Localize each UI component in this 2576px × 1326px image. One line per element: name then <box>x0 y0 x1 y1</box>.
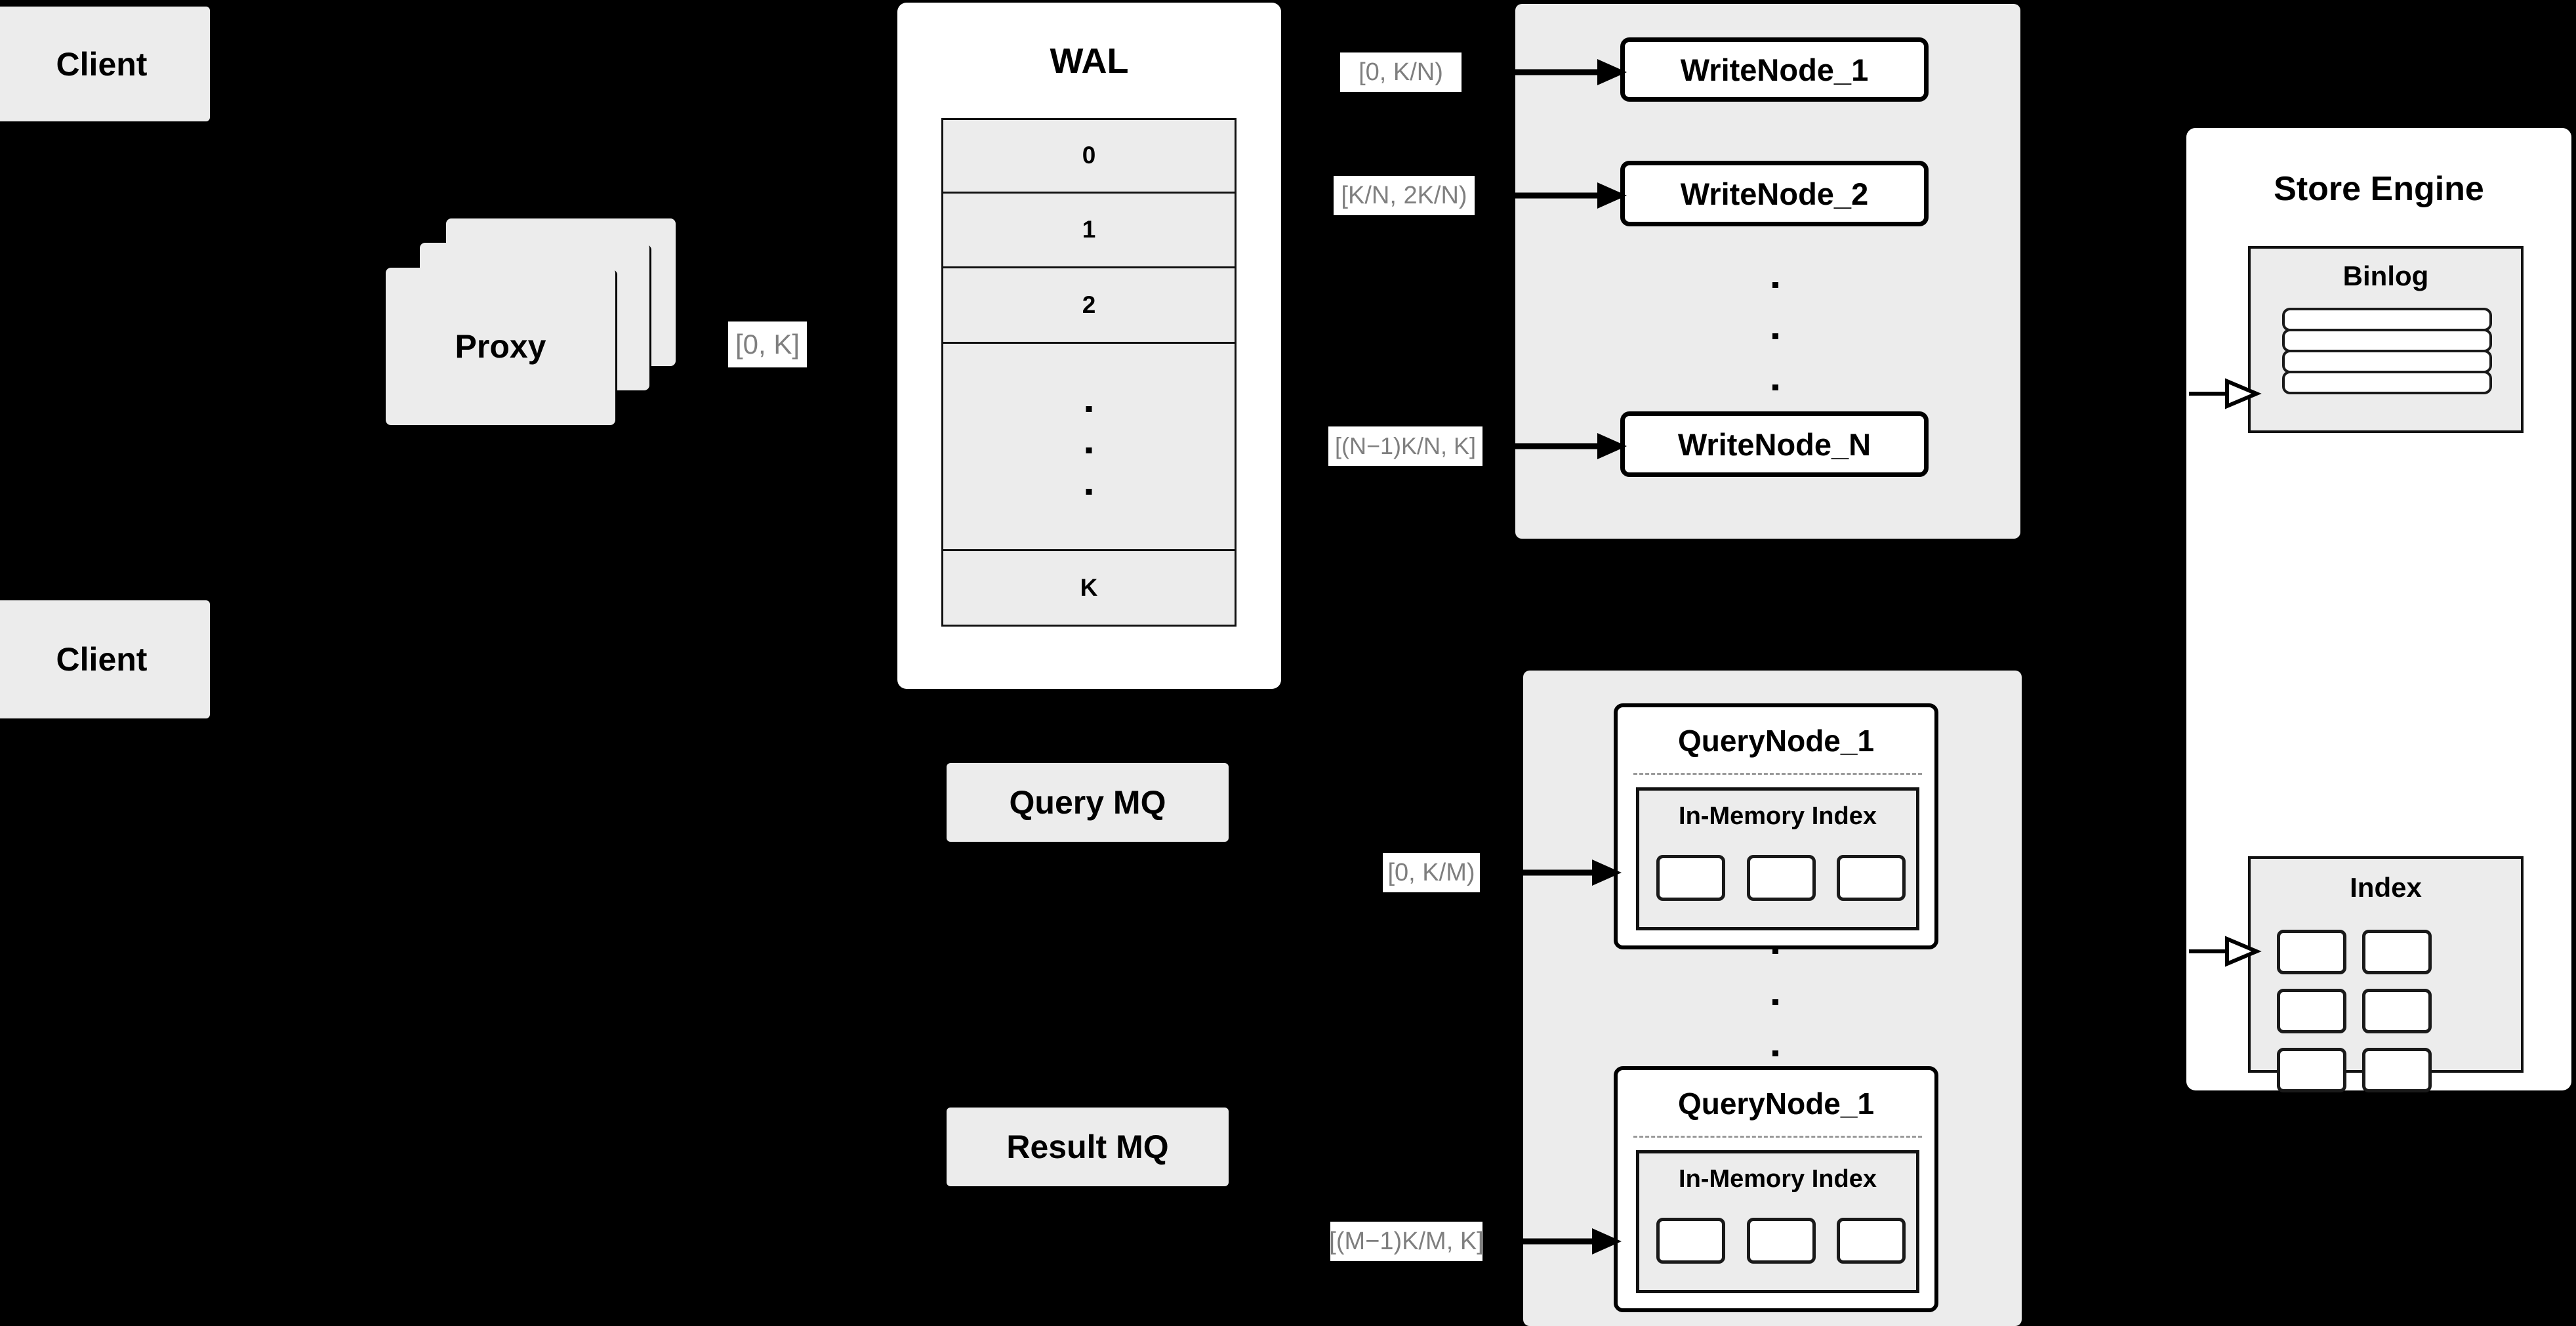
arrow-to-binlog <box>2189 378 2262 409</box>
wal-title-text: WAL <box>1050 41 1129 81</box>
client-box-2-label: Client <box>56 641 148 678</box>
store-index-title: Index <box>2251 872 2521 903</box>
wal-row-label: 0 <box>1082 142 1096 169</box>
edge-label-write-node-1: [0, K/N) <box>1340 52 1462 92</box>
dot <box>1772 333 1778 339</box>
binlog-segment[interactable] <box>2282 371 2492 394</box>
dot <box>1772 384 1778 390</box>
index-cell[interactable] <box>1746 855 1816 901</box>
edge-label-query-node-m-text: [(M−1)K/M, K] <box>1329 1227 1484 1255</box>
dot <box>1772 1050 1778 1056</box>
query-node-1-label-text: QueryNode_1 <box>1677 724 1875 758</box>
query-cluster-ellipsis-dots <box>1771 948 1779 1056</box>
client-box-2[interactable]: Client <box>0 600 210 718</box>
binlog-segment[interactable] <box>2282 329 2492 352</box>
wal-row-ellipsis <box>943 343 1235 552</box>
wal-table: 0 1 2 K <box>941 118 1237 627</box>
client-box-1[interactable]: Client <box>0 7 210 121</box>
write-cluster-ellipsis-dots <box>1771 282 1779 390</box>
query-mq-box[interactable]: Query MQ <box>947 763 1229 842</box>
store-index-cell[interactable] <box>2362 930 2432 974</box>
proxy-label: Proxy <box>455 328 546 365</box>
index-cell[interactable] <box>1656 855 1725 901</box>
store-index-cell[interactable] <box>2277 930 2346 974</box>
binlog-title: Binlog <box>2251 260 2521 292</box>
query-node-m-label: QueryNode_1 <box>1618 1086 1934 1121</box>
edge-label-query-node-m: [(M−1)K/M, K] <box>1329 1222 1484 1261</box>
arrow-to-write-node-2 <box>1479 182 1627 209</box>
arrow-to-query-node-1 <box>1484 860 1622 886</box>
arrow-to-write-node-n <box>1486 433 1627 459</box>
store-engine-title-text: Store Engine <box>2274 170 2484 208</box>
wal-title: WAL <box>897 41 1281 81</box>
query-node-m-separator <box>1633 1136 1922 1138</box>
binlog-title-text: Binlog <box>2342 260 2429 291</box>
query-node-m-label-text: QueryNode_1 <box>1677 1087 1875 1121</box>
dot <box>1772 282 1778 288</box>
edge-label-write-node-n-text: [(N−1)K/N, K] <box>1334 432 1477 459</box>
proxy-box[interactable]: Proxy <box>386 268 615 425</box>
dot <box>1086 488 1092 495</box>
index-cell[interactable] <box>1837 855 1906 901</box>
query-node-m[interactable]: QueryNode_1 In-Memory Index <box>1614 1066 1938 1312</box>
arrow-to-store-index <box>2189 936 2262 967</box>
edge-label-query-node-1-text: [0, K/M) <box>1387 858 1475 886</box>
query-node-1[interactable]: QueryNode_1 In-Memory Index <box>1614 703 1938 949</box>
write-node-2[interactable]: WriteNode_2 <box>1620 161 1929 226</box>
query-mq-label: Query MQ <box>1009 784 1166 821</box>
query-node-1-in-memory-index: In-Memory Index <box>1636 787 1919 930</box>
dot <box>1772 948 1778 954</box>
write-node-n-label: WriteNode_N <box>1677 426 1871 462</box>
write-node-n[interactable]: WriteNode_N <box>1620 411 1929 477</box>
client-box-1-label: Client <box>56 45 148 83</box>
in-memory-index-title-text: In-Memory Index <box>1679 1165 1877 1193</box>
write-node-2-label: WriteNode_2 <box>1680 176 1869 211</box>
wal-row-label: 1 <box>1082 216 1096 243</box>
result-mq-label: Result MQ <box>1006 1129 1169 1165</box>
in-memory-index-title: In-Memory Index <box>1639 802 1916 831</box>
query-node-m-in-memory-index: In-Memory Index <box>1636 1150 1919 1293</box>
store-index-box: Index <box>2248 856 2524 1092</box>
index-cell[interactable] <box>1656 1218 1725 1264</box>
edge-label-query-node-1: [0, K/M) <box>1383 853 1480 892</box>
store-index-title-text: Index <box>2350 872 2422 903</box>
arrow-to-query-node-m <box>1486 1228 1622 1254</box>
edge-label-write-node-n: [(N−1)K/N, K] <box>1328 426 1482 466</box>
wal-ellipsis-dots <box>1086 405 1092 495</box>
query-node-1-separator <box>1633 773 1922 775</box>
wal-row[interactable]: K <box>943 551 1235 625</box>
edge-label-proxy-to-wal-text: [0, K] <box>735 329 800 360</box>
in-memory-index-title: In-Memory Index <box>1639 1165 1916 1193</box>
store-engine-title: Store Engine <box>2186 169 2571 209</box>
edge-label-proxy-to-wal: [0, K] <box>728 321 807 367</box>
wal-row[interactable]: 2 <box>943 268 1235 344</box>
wal-row[interactable]: 1 <box>943 193 1235 269</box>
dot <box>1086 405 1092 412</box>
arrow-to-write-node-1 <box>1469 59 1627 85</box>
binlog-segment[interactable] <box>2282 350 2492 373</box>
edge-label-write-node-1-text: [0, K/N) <box>1359 58 1443 86</box>
wal-row-label: 2 <box>1082 291 1096 318</box>
write-node-1[interactable]: WriteNode_1 <box>1620 37 1929 102</box>
edge-label-write-node-2-text: [K/N, 2K/N) <box>1341 181 1467 209</box>
binlog-segment[interactable] <box>2282 308 2492 331</box>
binlog-box: Binlog <box>2248 246 2524 433</box>
index-cell[interactable] <box>1746 1218 1816 1264</box>
result-mq-box[interactable]: Result MQ <box>947 1108 1229 1186</box>
store-index-cell[interactable] <box>2362 989 2432 1033</box>
edge-label-write-node-2: [K/N, 2K/N) <box>1334 176 1475 215</box>
store-index-cell[interactable] <box>2277 989 2346 1033</box>
store-index-cell[interactable] <box>2362 1048 2432 1092</box>
query-node-1-label: QueryNode_1 <box>1618 723 1934 758</box>
in-memory-index-title-text: In-Memory Index <box>1679 802 1877 830</box>
wal-row-label: K <box>1080 574 1098 602</box>
dot <box>1086 447 1092 453</box>
store-index-cell[interactable] <box>2277 1048 2346 1092</box>
wal-row[interactable]: 0 <box>943 120 1235 194</box>
write-node-1-label: WriteNode_1 <box>1680 52 1869 87</box>
index-cell[interactable] <box>1837 1218 1906 1264</box>
dot <box>1772 999 1778 1005</box>
